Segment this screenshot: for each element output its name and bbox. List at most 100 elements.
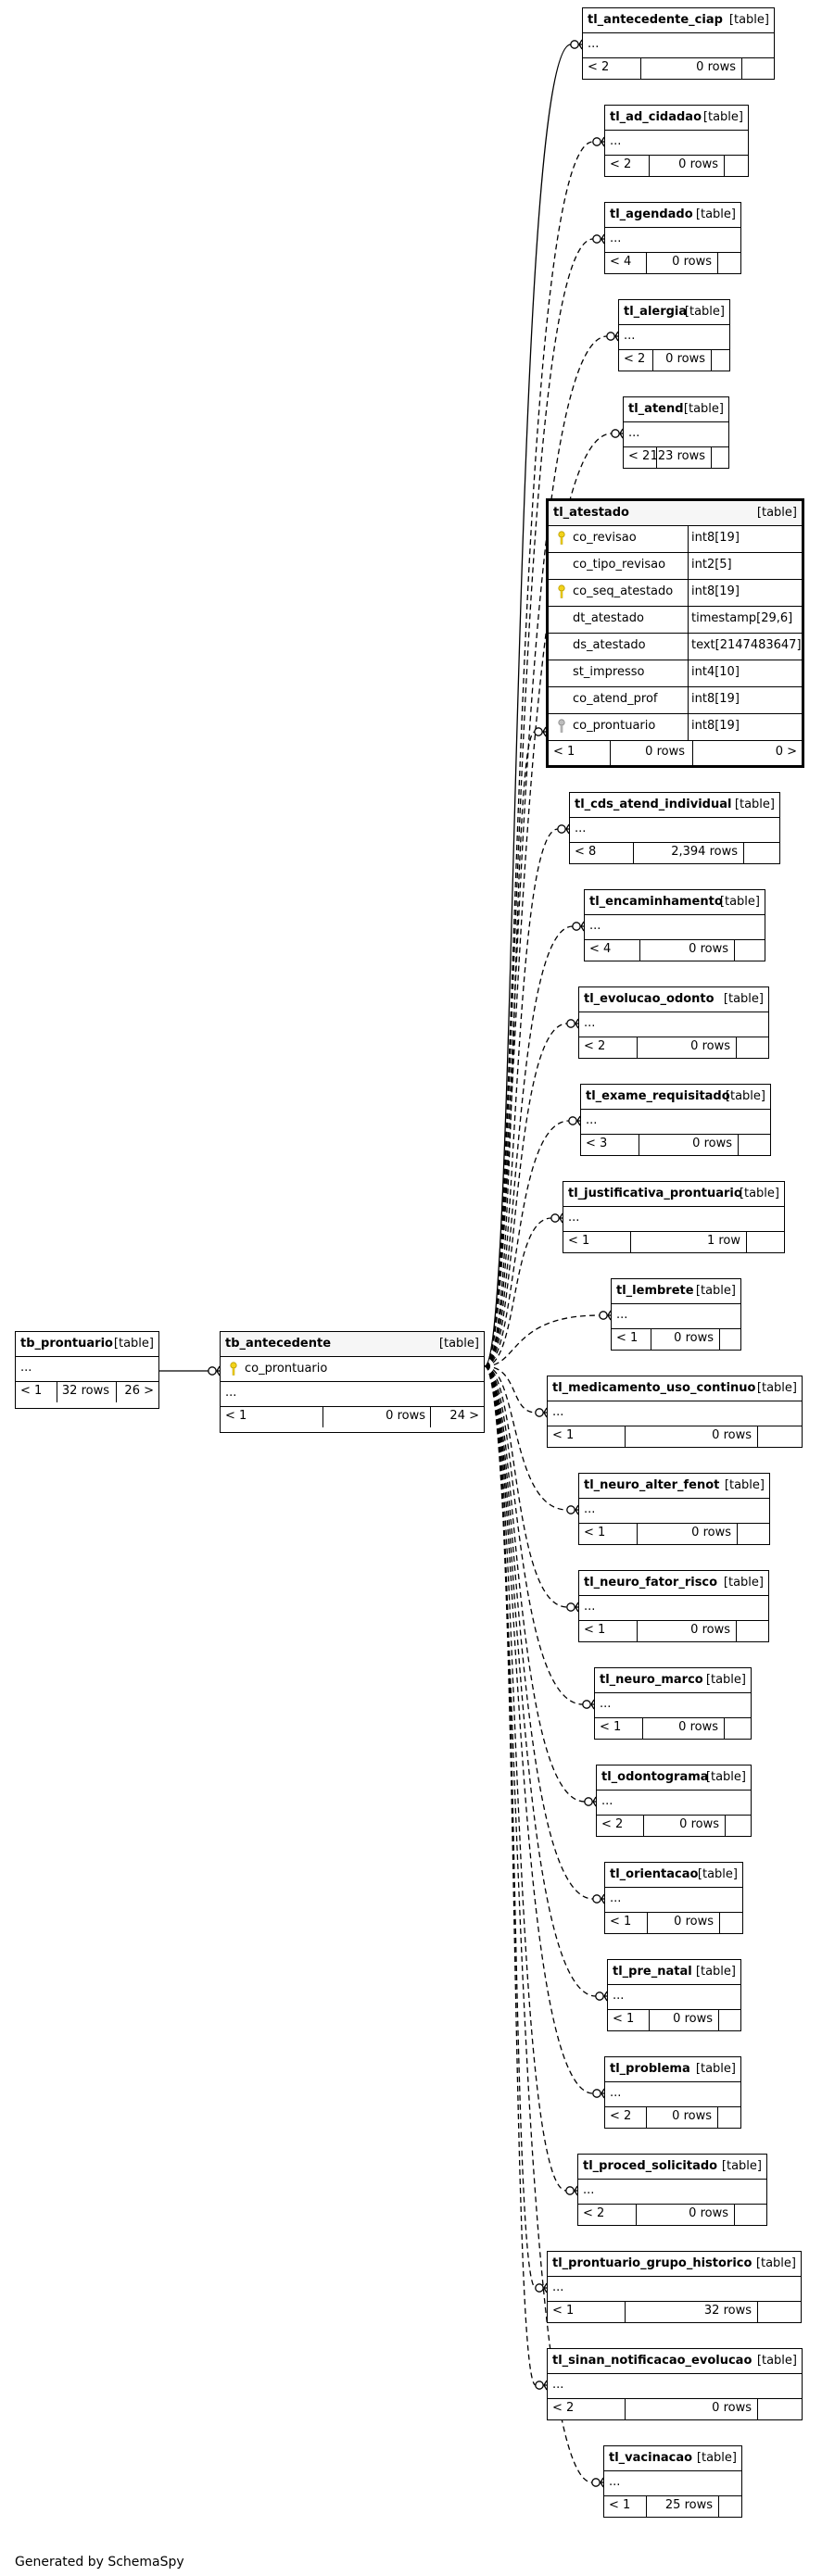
- table-name: tl_atestado: [553, 506, 629, 520]
- relationship-line: [484, 1120, 570, 1367]
- crows-foot-marker: [565, 2185, 578, 2196]
- row-count: 32 rows: [61, 1384, 109, 1398]
- collapsed-columns: ...: [605, 228, 740, 253]
- row-count: 32 rows: [703, 2304, 752, 2318]
- table-type: [table]: [756, 1381, 797, 1395]
- table-header: tl_encaminhamento[table]: [585, 890, 765, 915]
- collapsed-columns: ...: [605, 131, 748, 156]
- collapsed-columns: ...: [605, 2082, 740, 2107]
- table-header: tl_prontuario_grupo_historico[table]: [548, 2252, 801, 2277]
- table-header: tl_odontograma[table]: [597, 1766, 751, 1791]
- row-count: 1 row: [706, 1234, 740, 1248]
- collapsed-columns: ...: [548, 2277, 801, 2302]
- column-name: co_tipo_revisao: [573, 558, 666, 572]
- parents-count: < 2: [584, 1039, 606, 1053]
- row-count: 2,394 rows: [671, 845, 738, 859]
- table-type: [table]: [723, 992, 764, 1006]
- table-type: [table]: [728, 13, 769, 27]
- table-type: [table]: [724, 1478, 765, 1492]
- table-name: tl_alergia: [624, 305, 688, 319]
- parents-count: < 1: [584, 1623, 606, 1637]
- relationship-line: [484, 1365, 568, 1608]
- table-name: tl_problema: [610, 2062, 690, 2076]
- parents-count: < 1: [225, 1409, 247, 1423]
- ellipsis: ...: [584, 1016, 596, 1030]
- table-header: tl_medicamento_uso_continuo[table]: [548, 1376, 802, 1401]
- table-header: tl_atestado [table]: [549, 501, 802, 526]
- row-count: 0 rows: [672, 255, 712, 269]
- relationship-line: [484, 1365, 567, 2192]
- table-name: tl_exame_requisitado: [586, 1089, 730, 1103]
- relationship-line: [484, 1365, 568, 1511]
- primary-key-icon: [230, 1362, 237, 1376]
- collapsed-columns: ...: [548, 2374, 802, 2399]
- table-tb-prontuario[interactable]: tb_prontuario [table] ... < 1 32 rows 26…: [15, 1331, 159, 1409]
- parents-count: < 2: [624, 352, 646, 366]
- table-type: [table]: [695, 2062, 736, 2076]
- table-name: tl_neuro_alter_fenot: [584, 1478, 720, 1492]
- table-header: tl_sinan_notificacao_evolucao[table]: [548, 2349, 802, 2374]
- collapsed-columns: ...: [604, 2471, 741, 2496]
- table-tl-prontuario-grupo-historico[interactable]: tl_prontuario_grupo_historico[table]...<…: [547, 2251, 802, 2323]
- table-name: tl_lembrete: [616, 1284, 694, 1298]
- crows-foot-marker: [592, 2088, 605, 2099]
- relationship-line: [484, 1023, 568, 1367]
- table-type: [table]: [697, 1867, 738, 1881]
- table-tl-medicamento-uso-continuo[interactable]: tl_medicamento_uso_continuo[table]...< 1…: [547, 1376, 803, 1448]
- column-name: co_prontuario: [573, 719, 656, 733]
- crows-foot-marker: [568, 1115, 581, 1126]
- ellipsis: ...: [552, 2378, 564, 2392]
- crows-foot-marker: [535, 2282, 548, 2293]
- table-tb-antecedente[interactable]: tb_antecedente [table] co_prontuario ...…: [220, 1331, 485, 1433]
- column-type: int8[19]: [691, 531, 740, 545]
- table-tl-justificativa-prontuario[interactable]: tl_justificativa_prontuario[table]...< 1…: [563, 1181, 785, 1253]
- row-count: 123 rows: [650, 449, 705, 463]
- collapsed-columns: ...: [619, 325, 729, 350]
- column-name: co_prontuario: [245, 1362, 328, 1376]
- relationship-line: [484, 731, 536, 1367]
- column-type: int8[19]: [691, 584, 740, 598]
- table-tl-sinan-notificacao-evolucao[interactable]: tl_sinan_notificacao_evolucao[table]...<…: [547, 2348, 803, 2420]
- table-name: tl_neuro_marco: [600, 1673, 703, 1687]
- crows-foot-marker: [592, 1893, 605, 1904]
- row-count: 0 rows: [673, 2012, 713, 2026]
- table-header: tl_problema [table]: [605, 2057, 740, 2082]
- table-header: tl_alergia[table]: [619, 300, 729, 325]
- table-name: tl_sinan_notificacao_evolucao: [552, 2354, 752, 2368]
- table-type: [table]: [702, 110, 743, 124]
- parents-count: < 1: [584, 1526, 606, 1539]
- parents-count: < 4: [589, 942, 612, 956]
- row-count: 0 rows: [689, 942, 728, 956]
- ellipsis: ...: [610, 1891, 622, 1905]
- table-name: tl_antecedente_ciap: [588, 13, 723, 27]
- table-name: tl_ad_cidadao: [610, 110, 702, 124]
- ellipsis: ...: [609, 2475, 621, 2489]
- relationship-line: [484, 1365, 593, 2483]
- row-count: 0 rows: [678, 157, 718, 171]
- table-header: tl_orientacao[table]: [605, 1863, 742, 1888]
- table-header: tb_prontuario [table]: [16, 1332, 158, 1357]
